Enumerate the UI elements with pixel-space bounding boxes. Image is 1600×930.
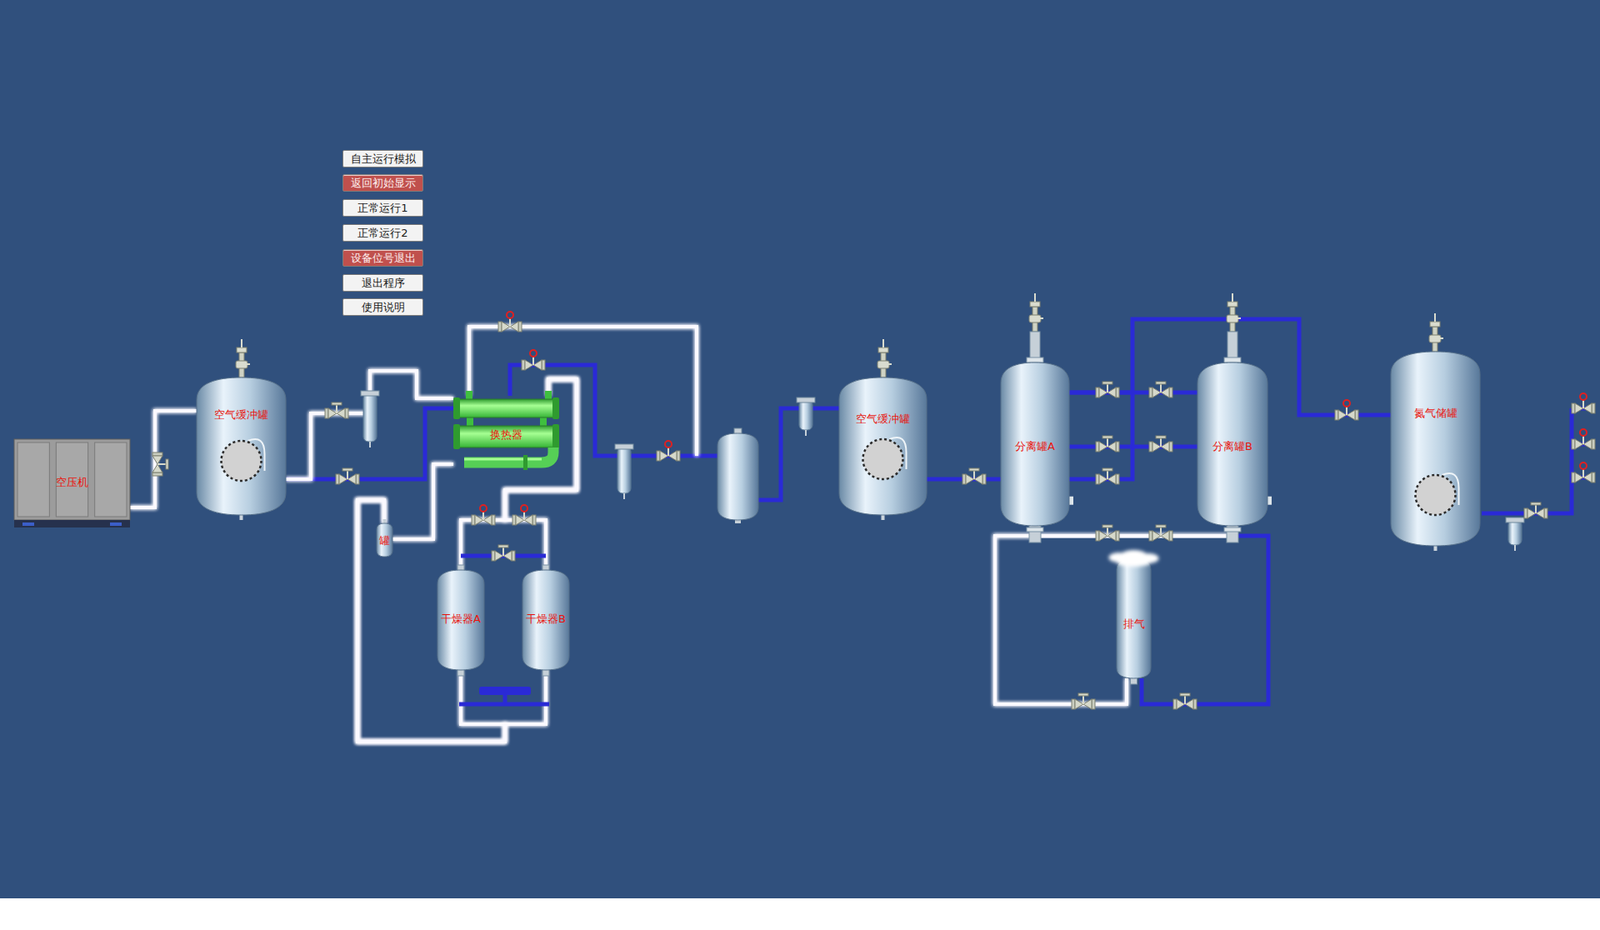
button-label: 设备位号退出 [350, 251, 416, 265]
small-tank: 罐 [376, 523, 393, 557]
equipment-label: 氮气储罐 [1414, 351, 1458, 420]
equipment-label: 罐 [379, 523, 390, 548]
valve-symbol [1571, 462, 1595, 483]
pipe-connector [510, 365, 840, 500]
relief-valve [1226, 293, 1241, 332]
inline-filter [615, 444, 634, 500]
pipe-connector [130, 410, 197, 508]
pipe-connector [1035, 525, 1233, 536]
pipe-segments [459, 326, 1594, 705]
pipe-segment [1481, 408, 1572, 514]
control-button: 使用说明 [342, 298, 424, 316]
valve-symbol [1071, 693, 1095, 710]
valve-symbol [152, 452, 169, 476]
pipe-fitting [479, 686, 531, 695]
valve-symbol [1335, 400, 1359, 420]
valve-symbol [491, 545, 515, 561]
valve-symbol [1149, 435, 1173, 452]
control-button: 设备位号退出 [342, 249, 424, 267]
pipe-segment [469, 326, 697, 456]
inline-filter [796, 397, 815, 436]
button-label: 正常运行1 [357, 201, 408, 215]
control-button: 正常运行1 [342, 199, 424, 217]
valve-symbol [1149, 525, 1173, 541]
equipment-label: 分离罐B [1212, 362, 1253, 454]
equipment-label: 干燥器A [440, 570, 481, 626]
control-button: 正常运行2 [342, 224, 424, 242]
valve-symbol [512, 505, 536, 525]
equipment-label: 分离罐A [1015, 362, 1055, 454]
exhaust-vessel: 排气 [1116, 559, 1151, 679]
button-label: 自主运行模拟 [350, 152, 416, 166]
separator-vessel: 分离罐A [1000, 362, 1070, 526]
valve-symbol [656, 440, 680, 461]
control-button: 返回初始显示 [342, 174, 424, 192]
valve-symbol [498, 311, 522, 332]
buffer-tank: 空气缓冲罐 [839, 377, 927, 515]
relief-valve [877, 339, 892, 378]
valve-symbol [521, 350, 545, 370]
valve-symbol [1095, 435, 1120, 452]
pipe-segment [1069, 392, 1133, 480]
equipment-label: 空压机 [55, 439, 89, 490]
buffer-tank-shape [839, 377, 927, 515]
valve-symbol [962, 468, 986, 485]
valve-symbol [1095, 525, 1120, 541]
control-button: 退出程序 [342, 274, 424, 292]
valve-symbol [1571, 393, 1595, 414]
nitrogen-tank: 氮气储罐 [1390, 351, 1480, 546]
dryer-vessel: 干燥器B [522, 570, 570, 670]
air-compressor: 空压机 [14, 439, 130, 528]
bottom-band [0, 898, 1600, 930]
pipe-connector [995, 525, 1127, 705]
small-vessel [717, 428, 759, 524]
relief-valve [1029, 293, 1044, 332]
heat-exchanger: 换热器 [453, 395, 560, 471]
equipment-label: 空气缓冲罐 [855, 377, 910, 426]
valve-symbol [1095, 468, 1120, 485]
valve-symbol [1173, 693, 1197, 710]
equipment-label: 换热器 [490, 395, 523, 442]
control-button: 自主运行模拟 [342, 150, 424, 168]
equipment-label: 排气 [1123, 559, 1145, 631]
buffer-tank-shape [196, 377, 286, 515]
separator-vessel: 分离罐B [1197, 362, 1268, 526]
pipe-connector [392, 464, 455, 540]
valve-symbol [471, 505, 495, 525]
valve-symbol [1095, 381, 1120, 398]
button-label: 正常运行2 [357, 226, 408, 240]
valve-symbol [335, 468, 360, 485]
valve-symbol [1571, 429, 1595, 450]
relief-valve [1429, 313, 1444, 352]
buffer-tank: 空气缓冲罐 [196, 377, 286, 515]
equipment-label: 空气缓冲罐 [214, 377, 269, 422]
nitrogen-tank-shape [1390, 351, 1480, 546]
dryer-vessel: 干燥器A [437, 570, 485, 670]
pipe-connector [285, 370, 454, 480]
valve-symbol [325, 402, 349, 419]
valve-symbol [1149, 381, 1173, 398]
button-label: 退出程序 [361, 276, 405, 290]
pipe-connector [1141, 525, 1269, 705]
button-label: 返回初始显示 [350, 176, 416, 190]
relief-valve [235, 339, 250, 378]
equipment-label: 干燥器B [525, 570, 566, 626]
inline-filter [360, 390, 380, 448]
button-label: 使用说明 [361, 300, 405, 315]
valve-symbol [1524, 502, 1548, 519]
inline-filter [1505, 517, 1525, 551]
